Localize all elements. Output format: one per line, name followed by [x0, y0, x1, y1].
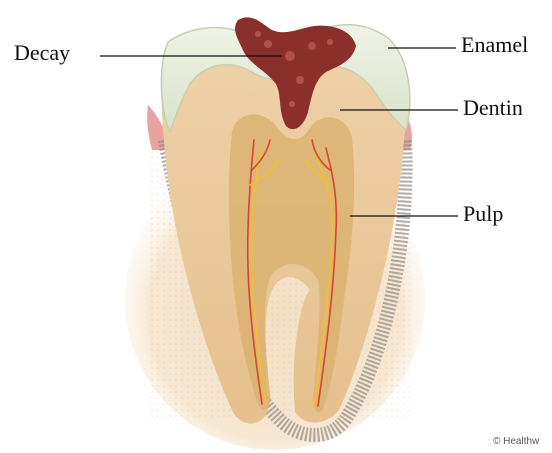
dentin-label: Dentin — [463, 97, 523, 119]
pulp-label: Pulp — [463, 203, 503, 225]
decay-label: Decay — [14, 42, 70, 64]
image-credit: © Healthw — [493, 436, 539, 447]
enamel-label: Enamel — [461, 34, 528, 56]
